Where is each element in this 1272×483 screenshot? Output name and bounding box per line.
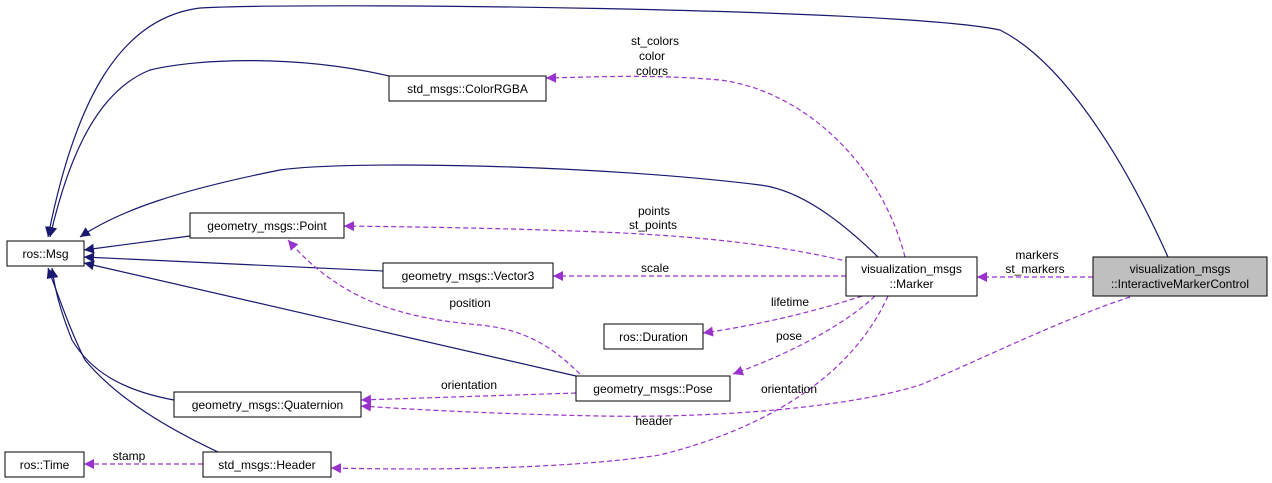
edge-pose-position: [287, 239, 581, 375]
edge-imc-to-ros-msg: [45, 5, 1169, 258]
node-geometry-msgs-point[interactable]: geometry_msgs::Point: [189, 212, 345, 239]
edge-header-to-ros-msg: [46, 267, 219, 453]
edge-pose-to-ros-msg: [83, 260, 577, 377]
node-ros-duration[interactable]: ros::Duration: [603, 323, 704, 350]
label-scale: scale: [641, 261, 669, 275]
node-ros-time[interactable]: ros::Time: [4, 451, 85, 478]
node-label-line2: ::Marker: [889, 277, 933, 291]
node-geometry-msgs-pose[interactable]: geometry_msgs::Pose: [575, 375, 731, 402]
label-header: header: [635, 414, 672, 428]
edge-marker-pose: [732, 295, 876, 376]
label-pose: pose: [776, 329, 802, 343]
node-geometry-msgs-quaternion[interactable]: geometry_msgs::Quaternion: [173, 391, 362, 418]
node-label: ros::Msg: [22, 247, 68, 261]
node-ros-msg[interactable]: ros::Msg: [6, 240, 85, 267]
edge-vector3-to-ros-msg: [83, 252, 384, 272]
node-visualization-msgs-interactivemarkercontrol[interactable]: visualization_msgs ::InteractiveMarkerCo…: [1092, 256, 1268, 297]
node-label: geometry_msgs::Vector3: [402, 269, 535, 283]
label-lifetime: lifetime: [771, 295, 809, 309]
label-colors: colors: [636, 64, 668, 78]
node-label: geometry_msgs::Quaternion: [192, 398, 343, 412]
edge-marker-lifetime: [702, 295, 863, 337]
label-orientation-pose: orientation: [441, 378, 497, 392]
node-label-line2: ::InteractiveMarkerControl: [1111, 277, 1249, 291]
label-color: color: [639, 49, 665, 63]
inheritance-edges: [45, 5, 1169, 453]
label-points: points: [638, 204, 670, 218]
node-label: std_msgs::ColorRGBA: [407, 82, 528, 96]
node-label: ros::Duration: [619, 330, 688, 344]
edge-point-to-ros-msg: [83, 235, 191, 254]
label-markers: markers: [1015, 248, 1058, 262]
node-label: ros::Time: [20, 458, 70, 472]
label-st-colors: st_colors: [631, 34, 679, 48]
label-position: position: [449, 296, 490, 310]
label-st-markers: st_markers: [1005, 262, 1064, 276]
node-label: geometry_msgs::Point: [207, 219, 327, 233]
edge-quaternion-to-ros-msg: [48, 267, 175, 401]
node-label: std_msgs::Header: [218, 458, 315, 472]
node-label-line1: visualization_msgs: [861, 262, 962, 276]
node-visualization-msgs-marker[interactable]: visualization_msgs ::Marker: [845, 256, 978, 297]
edge-marker-header: [330, 295, 889, 474]
edge-imc-orientation: [360, 296, 1131, 417]
edge-marker-points: [343, 221, 851, 263]
edge-marker-to-ros-msg: [79, 164, 879, 258]
node-geometry-msgs-vector3[interactable]: geometry_msgs::Vector3: [382, 262, 554, 289]
node-std-msgs-colorrgba[interactable]: std_msgs::ColorRGBA: [388, 75, 547, 102]
node-label-line1: visualization_msgs: [1130, 262, 1231, 276]
edge-labels: st_colors color colors points st_points …: [113, 34, 1065, 463]
label-stamp: stamp: [113, 449, 146, 463]
label-st-points: st_points: [629, 218, 677, 232]
node-label: geometry_msgs::Pose: [593, 382, 713, 396]
edge-colorrgba-to-ros-msg: [47, 60, 390, 238]
label-orientation-imc: orientation: [761, 382, 817, 396]
edge-pose-orientation: [360, 392, 577, 405]
usage-edges: [84, 72, 1131, 474]
edge-marker-colors: [545, 72, 906, 258]
node-std-msgs-header[interactable]: std_msgs::Header: [202, 451, 332, 478]
